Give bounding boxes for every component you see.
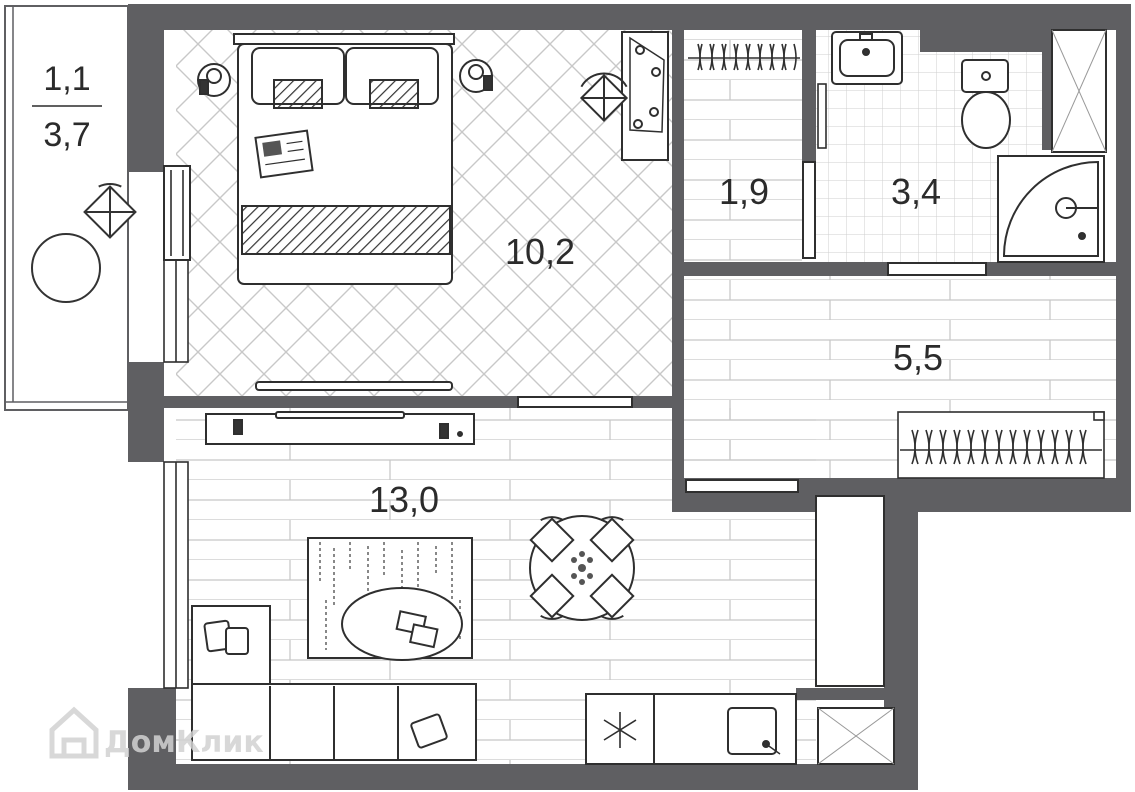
hallway-wardrobe xyxy=(897,411,1105,479)
walls xyxy=(128,4,1131,790)
bathroom-area-label: 3,4 xyxy=(891,171,941,212)
wall-left-top xyxy=(128,4,164,172)
centerpiece-icon xyxy=(571,551,593,585)
wall-bottom xyxy=(128,764,918,790)
fridge-icon xyxy=(585,693,655,765)
wall-right-upper xyxy=(1116,4,1131,512)
balcony-door xyxy=(163,165,191,261)
nightstand-left-icon xyxy=(197,63,231,97)
bedroom-area-label: 10,2 xyxy=(505,231,575,272)
bedroom-door xyxy=(517,396,633,408)
desk-icon xyxy=(621,31,669,161)
closet-door xyxy=(802,161,816,259)
shower-tray-icon xyxy=(997,155,1105,263)
toilet-icon xyxy=(961,59,1011,149)
bedroom-furniture xyxy=(197,31,669,391)
tv-icon xyxy=(275,411,405,419)
balcony: 1,1 3,7 xyxy=(4,5,137,411)
wall-bath-niche xyxy=(920,30,1042,52)
wall-left-mid xyxy=(128,362,164,462)
windows xyxy=(163,165,191,689)
kitchen-sink-icon xyxy=(727,707,781,755)
bedroom-tv-icon xyxy=(255,381,453,391)
balcony-chair-icon xyxy=(83,183,137,239)
living-furniture xyxy=(191,411,895,765)
closet-wardrobe xyxy=(688,43,827,149)
house-logo-icon xyxy=(49,706,99,759)
balcony-table-icon xyxy=(31,233,101,303)
closet-area-label: 1,9 xyxy=(719,171,769,212)
bathroom-door xyxy=(887,262,987,276)
wall-top xyxy=(128,4,1131,30)
wall-closet-bath xyxy=(802,30,816,162)
door-openings xyxy=(517,161,987,493)
shaft-icon xyxy=(1051,29,1107,153)
kitchen-counter-icon xyxy=(815,495,885,687)
watermark-text: ДомКлик xyxy=(104,725,264,760)
sofa-icon xyxy=(191,605,477,761)
living-area-label: 13,0 xyxy=(369,479,439,520)
magazine-icon xyxy=(395,610,439,649)
balcony-area-full: 3,7 xyxy=(43,116,90,154)
ventilation-shaft-icon xyxy=(817,707,895,765)
balcony-area-reduced: 1,1 xyxy=(43,60,90,98)
wall-kitchen-niche xyxy=(796,688,884,700)
hallway-area-label: 5,5 xyxy=(893,337,943,378)
wall-bath-shower xyxy=(1042,30,1052,150)
nightstand-right-icon xyxy=(459,59,493,93)
bathroom-fixtures xyxy=(831,29,1107,263)
book-icon xyxy=(254,129,314,179)
room-labels: 10,2 1,9 3,4 5,5 13,0 xyxy=(369,171,943,520)
dining-table-icon xyxy=(529,515,635,621)
bed-headboard xyxy=(233,33,455,45)
watermark: ДомКлик xyxy=(49,706,264,760)
bed-blanket-icon xyxy=(241,205,451,255)
entrance-door xyxy=(685,479,799,493)
desk-chair-icon xyxy=(579,72,629,123)
